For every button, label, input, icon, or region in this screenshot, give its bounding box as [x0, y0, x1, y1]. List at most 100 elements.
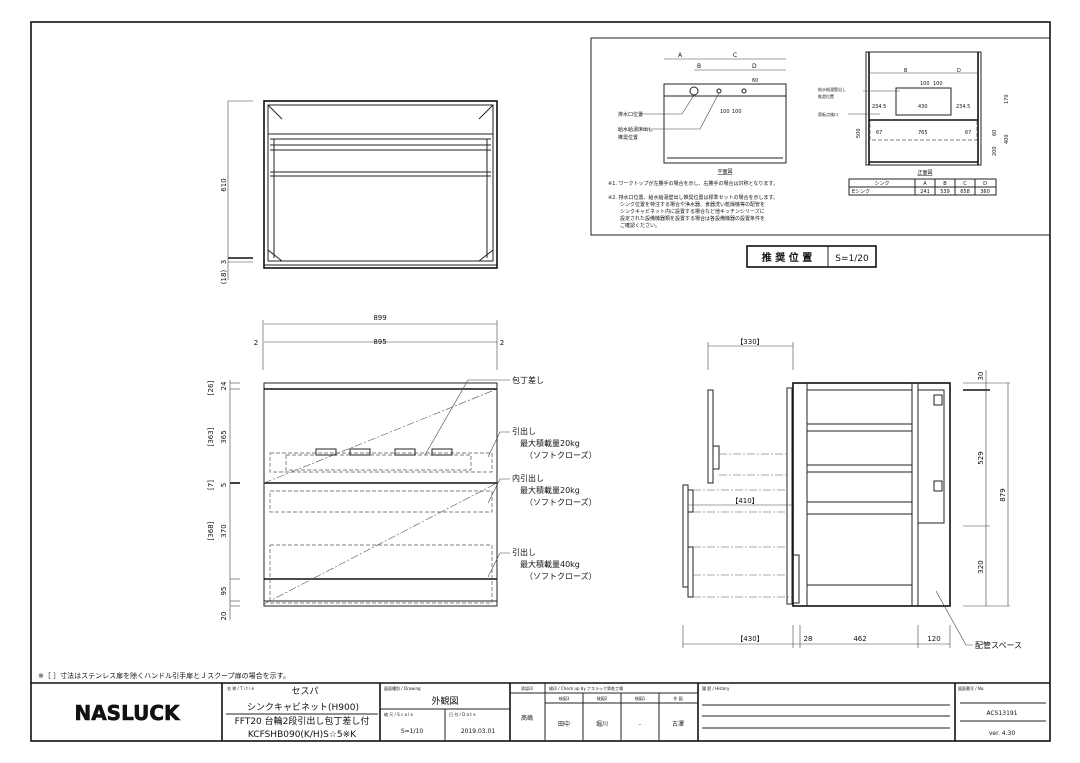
lower-drawer-softclose: （ソフトクローズ）: [525, 571, 597, 581]
table-cell-sink: Eシンク: [852, 189, 870, 195]
callout-knife-holder: 包丁差し: [512, 375, 544, 385]
check-col-1: 検図1: [635, 695, 646, 701]
elev-dim-430: 430: [918, 104, 928, 110]
callout-upper-drawer: 引出し: [512, 426, 536, 436]
side-view: 【330】 【410】 【430】 28 462 120 30 529 320 …: [682, 338, 1022, 650]
elev-dim-200: 200: [992, 146, 998, 156]
callout-lower-drawer: 引出し: [512, 547, 536, 557]
upper-drawer-load: 最大積載量20kg: [520, 438, 580, 448]
cabinet-side-outline: [792, 382, 951, 607]
note-2-line5: ご確認ください。: [620, 222, 660, 229]
dim-60: 60: [752, 78, 758, 84]
inner-drawer-softclose: （ソフトクローズ）: [525, 497, 597, 507]
dim-bracket-26: [26]: [207, 381, 215, 396]
dim-5: 5: [220, 483, 228, 487]
top-view: 610 3 (18): [220, 100, 498, 285]
table-header-C: C: [963, 181, 967, 187]
table-header-D: D: [983, 181, 987, 187]
water-floor-outlet-label-2: 推奨位置: [618, 134, 638, 141]
drawing-version: ver. 4.30: [989, 730, 1016, 737]
recommended-position-caption-box: [746, 245, 877, 268]
water-floor-outlet-label: 給水給湯床出し: [618, 126, 653, 133]
note-2-line4: 設定された設備機器類を設置する場合は各設備機器の設置条件を: [620, 215, 765, 222]
elev-dim-60: 60: [992, 130, 998, 136]
title-model-code: KCFSHB090(K/H)S☆5※K: [248, 730, 357, 740]
plan-view-title: 平面図: [717, 169, 732, 175]
dim-bracket-368: [368]: [207, 521, 215, 540]
title-block: NASLUCK 名 称 / T i t l e セスパ シンクキャビネット(H9…: [74, 683, 1046, 741]
recommended-position-panel: A C B D 60 100 100 排水口位置 給水給湯床出し 推奨位置 平面…: [590, 37, 1051, 268]
letter-B: B: [697, 63, 701, 70]
dim-330: 【330】: [736, 338, 763, 346]
lower-drawer-load: 最大積載量40kg: [520, 559, 580, 569]
dim-bracket-7: [7]: [207, 480, 215, 490]
elev-dim-170: 170: [1004, 94, 1010, 104]
approver-label: 承認印: [521, 685, 533, 691]
title-label: 名 称 / T i t l e: [227, 685, 254, 691]
table-header-sink: シンク: [874, 181, 889, 187]
dim-365: 365: [220, 430, 228, 443]
elev-dim-500: 500: [856, 128, 862, 138]
letter-A: A: [678, 52, 683, 59]
drain-position-label: 排水口位置: [618, 111, 643, 118]
table-cell-C: 658: [960, 189, 970, 195]
scale-value: S=1/10: [401, 728, 423, 735]
dim-18: (18): [220, 270, 228, 285]
checker-1-name: -: [639, 721, 641, 728]
dim-30: 30: [977, 372, 985, 381]
nasluck-logo: NASLUCK: [74, 701, 181, 726]
dim-2-right: 2: [500, 339, 504, 347]
top-view-outline: [263, 100, 498, 269]
dim-bracket-363: [363]: [207, 427, 215, 446]
title-series: セスパ: [291, 686, 318, 697]
table-header-A: A: [923, 181, 927, 187]
check-label: 検印 / Check up by ナスラック第各工場: [549, 685, 623, 691]
elev-dim-765: 765: [918, 130, 928, 136]
drawing-number: ACS13191: [986, 710, 1017, 717]
note-1: ※1. ワークトップが左勝手の場合を示し、右勝手の場合は対称となります。: [608, 180, 778, 187]
drawing-number-label: 図面番号 / No.: [958, 685, 985, 691]
dim-410: 【410】: [731, 497, 758, 505]
elevation-view-title: 正面図: [917, 170, 932, 176]
checker-2-name: 堀川: [596, 720, 608, 728]
date-value: 2019.03.01: [461, 728, 496, 735]
plan-view-small: A C B D 60 100 100 排水口位置 給水給湯床出し 推奨位置 平面…: [618, 52, 787, 175]
table-cell-A: 241: [920, 189, 930, 195]
note-2-line2: シンク位置を特注する場合や浄水器、食器洗い乾燥機等の配管を: [620, 201, 765, 208]
table-cell-B: 539: [940, 189, 950, 195]
history-label: 履 歴 / History: [702, 685, 730, 691]
svg-text:NASLUCK: NASLUCK: [74, 701, 181, 725]
dim-24: 24: [220, 381, 228, 390]
letter-D: D: [752, 63, 757, 70]
check-col-drafter: 作 図: [673, 695, 682, 701]
approver-name: 髙嶋: [521, 714, 533, 722]
cabinet-front-outline: [263, 382, 498, 607]
dim-120: 120: [927, 635, 940, 643]
upper-drawer-softclose: （ソフトクローズ）: [525, 450, 597, 460]
dim-95: 95: [220, 587, 228, 596]
recommended-position-scale: S=1/20: [835, 254, 869, 264]
dim-320: 320: [977, 560, 985, 573]
elev-letter-B: B: [904, 68, 908, 74]
front-elevation-small: B D 100 100 234.5 430 234.5 170 500 67 7…: [818, 51, 1010, 176]
dim-430: 【430】: [736, 635, 763, 643]
dim-462: 462: [853, 635, 866, 643]
elev-dim-67-right: 67: [965, 130, 971, 136]
dim-529: 529: [977, 451, 985, 464]
checker-3-name: 田中: [558, 720, 570, 728]
table-cell-D: 360: [980, 189, 990, 195]
check-col-3: 検図3: [559, 695, 570, 701]
elev-dim-100a: 100: [920, 81, 930, 87]
table-header-B: B: [943, 181, 947, 187]
dim-3: 3: [220, 260, 228, 264]
dim-28: 28: [804, 635, 813, 643]
depth-dim-610: 610: [220, 178, 228, 191]
sink-dimension-table: シンク A B C D Eシンク 241 539 658 360: [848, 178, 997, 196]
water-wall-outlet-label-2: 推奨位置: [818, 93, 834, 99]
dim-2-left: 2: [254, 339, 258, 347]
title-product: シンクキャビネット(H900): [247, 702, 359, 713]
bracket-dimension-note: ※［ ］寸法はステンレス扉を除くハンドル引手扉とＪスクープ扉の場合を示す。: [38, 671, 290, 680]
drawing-type-label: 図面種別 / Drawing: [384, 685, 421, 691]
elev-dim-234-5-right: 234.5: [956, 104, 970, 110]
